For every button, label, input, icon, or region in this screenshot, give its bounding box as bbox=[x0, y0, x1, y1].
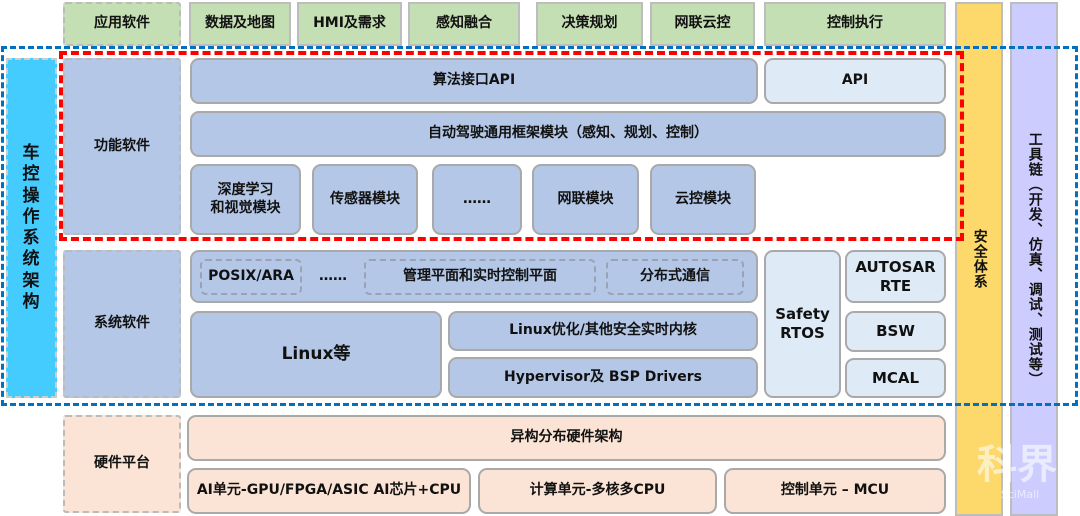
app-data-map: 数据及地图 bbox=[189, 2, 291, 46]
app-decision-planning: 决策规划 bbox=[536, 2, 643, 46]
os-label: 车控操作系统架构 bbox=[6, 58, 57, 398]
middleware-more: …… bbox=[319, 268, 347, 285]
app-perception-fusion: 感知融合 bbox=[408, 2, 520, 46]
bsw: BSW bbox=[845, 311, 946, 352]
hypervisor-bsp: Hypervisor及 BSP Drivers bbox=[448, 357, 758, 398]
functional-software-label: 功能软件 bbox=[63, 58, 181, 235]
framework-module: 自动驾驶通用框架模块（感知、规划、控制） bbox=[190, 111, 946, 157]
control-unit: 控制单元 – MCU bbox=[724, 468, 946, 514]
linux-optimized-rt-kernel: Linux优化/其他安全实时内核 bbox=[448, 311, 758, 351]
module-sensor: 传感器模块 bbox=[312, 164, 418, 235]
mgmt-realtime-plane: 管理平面和实时控制平面 bbox=[364, 259, 596, 295]
module-deep-learning: 深度学习 和视觉模块 bbox=[190, 164, 301, 235]
system-software-label: 系统软件 bbox=[63, 250, 181, 398]
safety-rtos: Safety RTOS bbox=[764, 250, 841, 398]
compute-unit: 计算单元-多核多CPU bbox=[478, 468, 717, 514]
posix-ara: POSIX/ARA bbox=[200, 259, 302, 295]
distributed-comm: 分布式通信 bbox=[606, 259, 744, 295]
module-more: …… bbox=[432, 164, 522, 235]
linux: Linux等 bbox=[190, 311, 442, 398]
ai-unit: AI单元-GPU/FPGA/ASIC AI芯片+CPU bbox=[187, 468, 471, 514]
algo-api: 算法接口API bbox=[190, 58, 758, 104]
app-hmi: HMI及需求 bbox=[297, 2, 402, 46]
os-boundary bbox=[1, 46, 1078, 406]
app-v2x-cloud: 网联云控 bbox=[650, 2, 755, 46]
watermark-text: SciMall bbox=[1000, 488, 1040, 501]
heterogeneous-hw: 异构分布硬件架构 bbox=[187, 415, 946, 461]
autosar-rte: AUTOSAR RTE bbox=[845, 250, 946, 303]
hardware-platform-label: 硬件平台 bbox=[63, 415, 181, 513]
app-software-label: 应用软件 bbox=[63, 2, 181, 46]
api: API bbox=[764, 58, 946, 104]
module-v2x: 网联模块 bbox=[532, 164, 639, 235]
toolchain-column: 工具链（开发、仿真、调试、测试等） bbox=[1010, 2, 1058, 516]
mcal: MCAL bbox=[845, 358, 946, 398]
app-control-exec: 控制执行 bbox=[764, 2, 946, 46]
watermark-logo: 科界 bbox=[977, 441, 1057, 488]
middleware-row: POSIX/ARA …… 管理平面和实时控制平面 分布式通信 bbox=[190, 250, 758, 303]
module-cloud: 云控模块 bbox=[650, 164, 756, 235]
